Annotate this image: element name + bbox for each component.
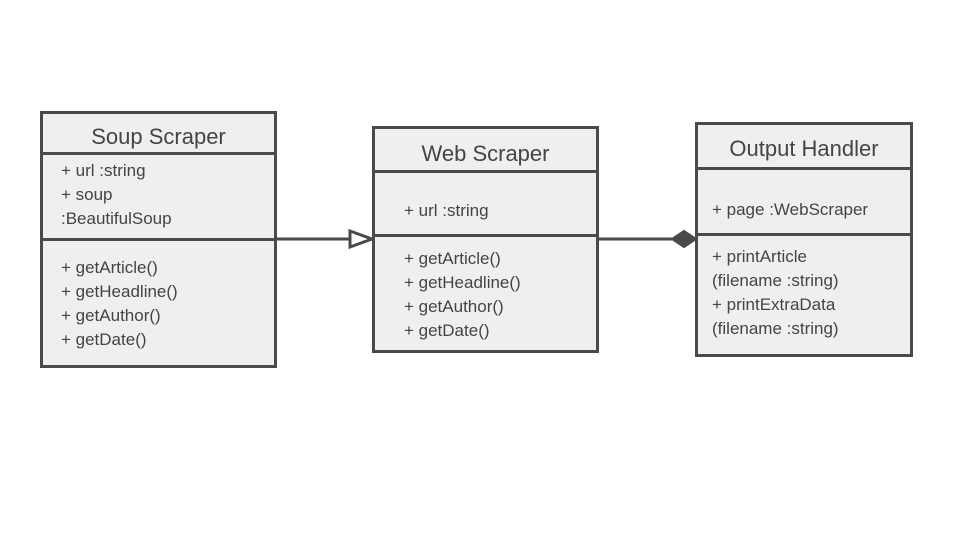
method: + getAuthor() (404, 297, 504, 316)
divider (375, 170, 596, 173)
method: + printExtraData (712, 295, 836, 314)
divider (375, 234, 596, 237)
hollow-triangle-arrowhead (348, 228, 377, 250)
attributes-section: + url :string + soup :BeautifulSoup (61, 159, 274, 231)
web-scraper-class[interactable]: Web Scraper + url :string + getArticle()… (372, 126, 599, 353)
divider (698, 167, 910, 170)
methods-section: + getArticle() + getHeadline() + getAuth… (61, 256, 274, 352)
attribute: + soup (61, 185, 113, 204)
soup-scraper-class[interactable]: Soup Scraper + url :string + soup :Beaut… (40, 111, 277, 368)
method: + getAuthor() (61, 306, 161, 325)
method: (filename :string) (712, 271, 839, 290)
method: + getDate() (404, 321, 490, 340)
divider (43, 152, 274, 155)
method: + getArticle() (61, 258, 158, 277)
class-name: Soup Scraper (91, 124, 226, 149)
class-name: Web Scraper (421, 141, 550, 166)
attributes-section: + page :WebScraper (712, 198, 910, 222)
method: + getHeadline() (404, 273, 521, 292)
attribute: :BeautifulSoup (61, 209, 172, 228)
attribute: + url :string (404, 201, 489, 220)
filled-diamond (670, 229, 698, 249)
class-name: Output Handler (729, 136, 879, 161)
attribute: + page :WebScraper (712, 200, 869, 219)
attribute: + url :string (61, 161, 146, 180)
methods-section: + getArticle() + getHeadline() + getAuth… (404, 247, 596, 343)
class-name-section: Soup Scraper (43, 114, 274, 154)
divider (43, 238, 274, 241)
divider (698, 233, 910, 236)
class-name-section: Output Handler (698, 125, 910, 171)
method: + getDate() (61, 330, 147, 349)
method: (filename :string) (712, 319, 839, 338)
attributes-section: + url :string (404, 199, 596, 223)
output-handler-class[interactable]: Output Handler + page :WebScraper + prin… (695, 122, 913, 357)
method: + getHeadline() (61, 282, 178, 301)
method: + printArticle (712, 247, 807, 266)
method: + getArticle() (404, 249, 501, 268)
methods-section: + printArticle (filename :string) + prin… (712, 245, 910, 341)
class-name-section: Web Scraper (375, 129, 596, 173)
